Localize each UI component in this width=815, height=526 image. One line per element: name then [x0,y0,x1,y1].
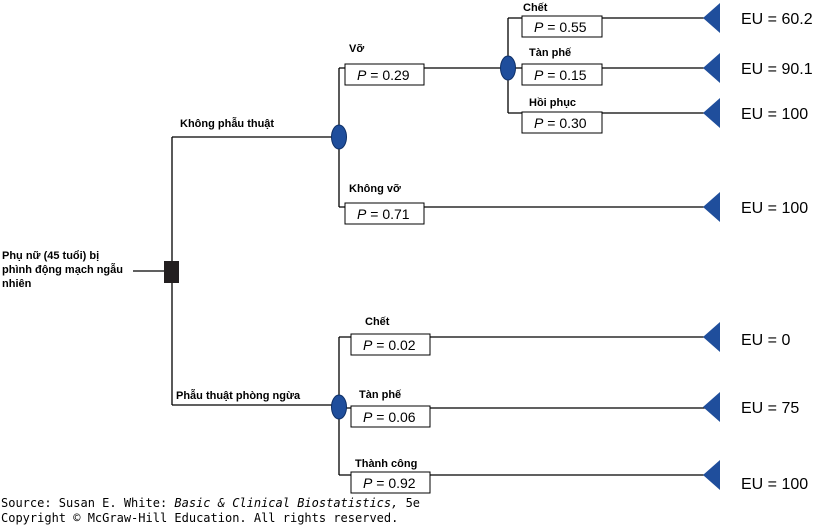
eu-rupture-disabled: EU = 90.1 [741,61,813,78]
outcome-label-rupture-death: Chết [523,2,548,14]
prob-text: P = 0.30 [534,115,587,131]
root-label-line: phình động mạch ngẫu [2,263,123,276]
branch-label-rupture: Vỡ [349,43,364,55]
outcome-label-surgery-success: Thành công [355,458,417,470]
branch-label-surgery: Phẫu thuật phòng ngừa [176,389,301,402]
terminal-node-rupture-recovery [703,98,720,128]
prob-text: P = 0.06 [363,409,416,425]
prob-box-rupture-death: P = 0.55 [521,15,603,38]
terminal-nodes [703,3,720,490]
chance-node-rupture [500,55,516,81]
outcome-label-surgery-death: Chết [365,316,390,328]
chance-node-surgery [331,394,347,420]
prob-box-rupture-recovery: P = 0.30 [521,111,603,134]
outcome-label-rupture-recovery: Hồi phục [529,97,576,109]
eu-surgery-success: EU = 100 [741,476,808,493]
root-label: Phụ nữ (45 tuổi) bị phình động mạch ngẫu… [2,250,126,290]
prob-text: P = 0.15 [534,67,587,83]
terminal-node-rupture-death [703,3,720,33]
prob-text: P = 0.71 [357,206,410,222]
branch-label-no-rupture: Không vỡ [349,183,401,195]
prob-text: P = 0.92 [363,475,416,491]
root-label-line: nhiên [2,278,32,290]
prob-box-surgery-disabled: P = 0.06 [350,405,431,428]
terminal-node-no-rupture [703,192,720,222]
source-citation: Source: Susan E. White: Basic & Clinical… [1,496,421,510]
chance-node-no-surgery [331,124,347,150]
outcome-label-surgery-disabled: Tàn phế [359,389,402,401]
eu-surgery-disabled: EU = 75 [741,400,799,417]
eu-rupture-recovery: EU = 100 [741,106,808,123]
prob-text: P = 0.02 [363,337,416,353]
eu-no-rupture: EU = 100 [741,200,808,217]
prob-box-surgery-death: P = 0.02 [350,333,431,356]
branch-label-no-surgery: Không phẫu thuật [180,117,274,130]
prob-text: P = 0.29 [357,67,410,83]
outcome-label-rupture-disabled: Tàn phế [529,47,572,59]
eu-rupture-death: EU = 60.2 [741,11,813,28]
copyright-notice: Copyright © McGraw-Hill Education. All r… [1,511,399,525]
prob-box-rupture: P = 0.29 [344,63,425,86]
prob-box-rupture-disabled: P = 0.15 [521,63,603,86]
root-label-line: Phụ nữ (45 tuổi) bị [2,250,99,262]
prob-text: P = 0.55 [534,19,587,35]
eu-surgery-death: EU = 0 [741,332,790,349]
terminal-node-rupture-disabled [703,53,720,83]
prob-box-surgery-success: P = 0.92 [350,471,431,494]
terminal-node-surgery-success [703,460,720,490]
terminal-node-surgery-death [703,322,720,352]
terminal-node-surgery-disabled [703,392,720,422]
prob-box-no-rupture: P = 0.71 [344,202,425,225]
decision-node [164,261,179,283]
